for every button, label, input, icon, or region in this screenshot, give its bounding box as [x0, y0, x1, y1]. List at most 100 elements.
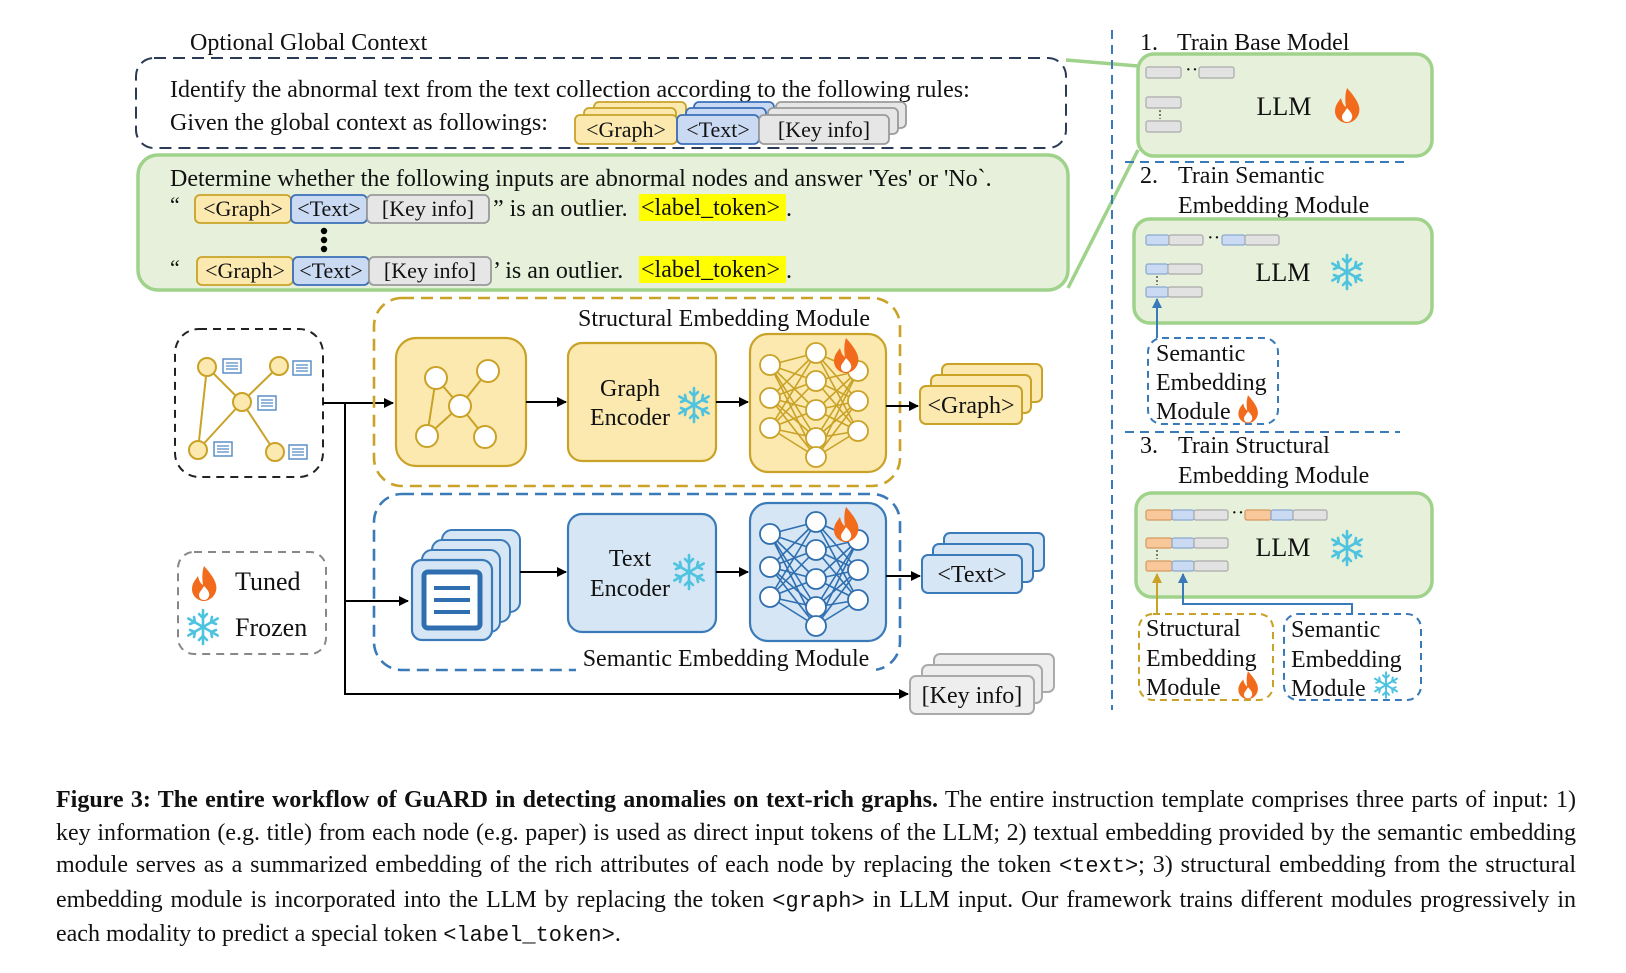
global-context-label: Optional Global Context: [190, 30, 428, 56]
row2-period: .: [786, 258, 792, 284]
doc-icon-3: [257, 395, 277, 411]
row2-graph-token-label: <Graph>: [205, 258, 285, 283]
stage2-token-bars: ···: [1145, 227, 1280, 298]
row1-graph-token-label: <Graph>: [203, 196, 283, 221]
stage2-module-label-1: Semantic: [1156, 341, 1245, 367]
stage3-sem-label-3: Module: [1291, 676, 1366, 702]
stage3-title-2: Embedding Module: [1178, 463, 1369, 489]
stage1-number: 1.: [1140, 30, 1158, 56]
graph-encoder-label-2: Encoder: [590, 405, 670, 431]
figure-caption: Figure 3: The entire workflow of GuARD i…: [56, 784, 1576, 953]
stage2-module-label-3: Module: [1156, 399, 1231, 425]
input-graph-icon: [188, 356, 289, 462]
row2-outlier-text: ’ is an outlier.: [493, 258, 623, 284]
stage3-struct-label-2: Embedding: [1146, 646, 1257, 672]
structural-title-bg: [572, 304, 878, 332]
global-graph-token-label: <Graph>: [586, 117, 666, 142]
structural-module-box: [372, 296, 902, 488]
stage3-struct-label-3: Module: [1146, 675, 1221, 701]
global-key-token: [758, 114, 890, 145]
stage3-sem-label-2: Embedding: [1291, 647, 1402, 673]
global-instruction-line2: Given the global context as followings:: [170, 110, 548, 136]
stage1-token-bars: ···: [1145, 59, 1235, 133]
stage1-title: Train Base Model: [1177, 30, 1350, 56]
legend-snowflake-icon: [187, 608, 219, 646]
stage3-semantic-arrow: [1178, 573, 1353, 614]
global-key-token-label: [Key info]: [778, 117, 870, 142]
stage2-title-1: Train Semantic: [1178, 163, 1324, 189]
row2-key-token-label: [Key info]: [384, 258, 476, 283]
row1-key-token: [366, 194, 490, 224]
semantic-module-title: Semantic Embedding Module: [583, 646, 870, 672]
stage2-number: 2.: [1140, 163, 1158, 189]
document-stack-icon: [410, 529, 521, 642]
row2-key-token: [368, 256, 492, 286]
key-output-token-label: [Key info]: [922, 683, 1023, 709]
global-text-token-label: <Text>: [686, 117, 750, 142]
text-encoder-label-1: Text: [609, 546, 652, 572]
caption-code-text: <text>: [1058, 854, 1139, 879]
caption-text-4: .: [614, 921, 621, 947]
row1-label-highlight: [639, 194, 786, 221]
stage3-llm-label: LLM: [1256, 533, 1311, 562]
doc-icon-1: [222, 358, 242, 374]
stage3-snowflake-small-icon: [1373, 671, 1399, 699]
semantic-title-bg: [576, 644, 876, 672]
stage3-flame-icon: [1238, 671, 1258, 700]
doc-icon-4: [213, 441, 233, 457]
stage3-token-bars: ···: [1145, 502, 1328, 572]
stage1-llm-box: [1136, 52, 1434, 158]
ellipsis-dots: [320, 227, 328, 253]
text-encoder-label-2: Encoder: [590, 576, 670, 602]
stage2-module-label-2: Embedding: [1156, 370, 1267, 396]
instruction-box: [136, 153, 1070, 292]
doc-icon-2: [292, 360, 312, 376]
structural-nn-icon: [759, 342, 869, 468]
stage1-llm-label: LLM: [1257, 92, 1312, 121]
zoom-connector-top: [1065, 58, 1139, 68]
stage3-semantic-module-box: [1283, 613, 1422, 701]
row1-period: .: [786, 196, 792, 222]
legend-box: [177, 551, 327, 655]
row1-label-token: <label_token>: [641, 195, 780, 221]
text-encoder-box: [566, 512, 718, 634]
input-flow-arrows: [323, 398, 909, 699]
legend-flame-icon: [192, 566, 217, 601]
legend-tuned-label: Tuned: [235, 567, 301, 596]
graph-output-token-label: <Graph>: [927, 393, 1014, 419]
graph-input-icon: [415, 359, 500, 449]
stage2-semantic-module-box: [1147, 337, 1279, 425]
open-quote-2: “: [170, 255, 180, 280]
caption-text-1: The entire instruction template comprise…: [56, 787, 1576, 878]
doc-icon-5: [288, 444, 308, 460]
stage3-structural-module-box: [1138, 613, 1274, 701]
row2-label-token: <label_token>: [641, 257, 780, 283]
caption-text-2: ; 3) structural embedding from the struc…: [56, 852, 1576, 913]
legend-frozen-label: Frozen: [235, 613, 307, 642]
text-output-stack: <Text>: [921, 532, 1045, 594]
text-output-token-label: <Text>: [937, 562, 1006, 588]
global-instruction-line1: Identify the abnormal text from the text…: [170, 77, 970, 103]
stage2-flame-icon: [1238, 395, 1258, 424]
stage2-title-2: Embedding Module: [1178, 193, 1369, 219]
semantic-nn-icon: [759, 511, 869, 637]
workflow-diagram: Optional Global Context Identify the abn…: [135, 30, 1434, 715]
key-output-token: [909, 675, 1035, 715]
graph-output-stack: <Graph>: [919, 363, 1043, 425]
caption-text-3: in LLM input. Our framework trains diffe…: [56, 886, 1577, 948]
key-output-stack: [Key info]: [909, 653, 1055, 715]
stage3-sem-label-1: Semantic: [1291, 617, 1380, 643]
instruction-question: Determine whether the following inputs a…: [170, 166, 992, 192]
graph-encoder-label-1: Graph: [600, 376, 660, 402]
graph-output-token: [919, 385, 1023, 425]
global-context-box: [135, 57, 1067, 149]
stage3-number: 3.: [1140, 433, 1158, 459]
structural-module-title: Structural Embedding Module: [578, 306, 870, 332]
caption-code-label: <label_token>: [443, 923, 615, 948]
row1-outlier-text: ” is an outlier.: [493, 196, 628, 222]
row2-label-highlight: [639, 256, 786, 283]
row1-key-token-label: [Key info]: [382, 196, 474, 221]
stage3-struct-label-1: Structural: [1146, 616, 1241, 642]
stage2-llm-label: LLM: [1256, 258, 1311, 287]
caption-title: Figure 3: The entire workflow of GuARD i…: [56, 787, 938, 813]
